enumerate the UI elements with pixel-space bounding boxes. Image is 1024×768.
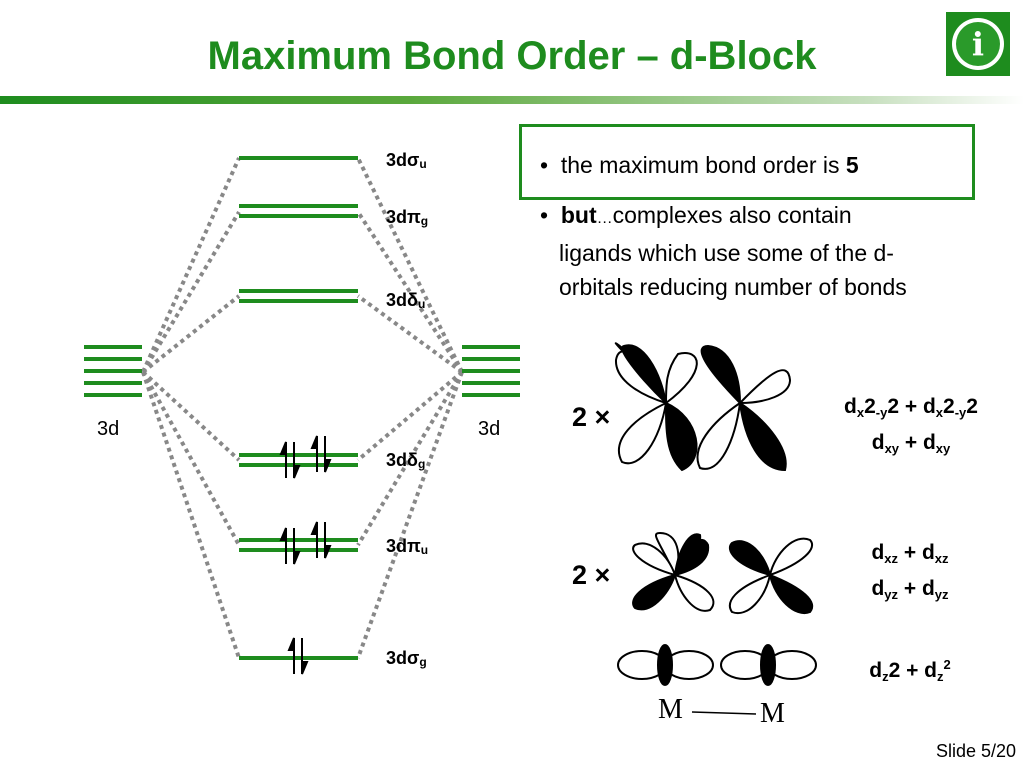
combo-row3: dz2 + dz2 [869,657,951,684]
mo-connectors [141,157,464,659]
bullet-max-bond-order: • the maximum bond order is 5 [540,152,859,178]
combo-row1-line2: dxy + dxy [871,431,951,456]
ao-left-label: 3d [97,418,120,440]
bullet-ligands: • but…complexes also contain ligands whi… [540,202,907,300]
mo-label-pi-g: 3dπg [386,207,429,228]
combo-row2: dxz + dxz dyz + dyz [830,538,990,610]
electron-pair-pu-1 [279,527,301,565]
atom-label-right: M [760,698,785,729]
mo-label-delta-g: 3dδg [386,450,426,471]
orbital-drawings [614,342,817,715]
electron-pair-sg [287,637,309,675]
bond-order-callout [519,124,975,200]
combo-row1: dx2-y2 + dx2-y2 dxy + dxy [805,392,1017,464]
slide-title: Maximum Bond Order – d-Block [207,34,817,78]
electron-pair-dg-2 [310,435,332,473]
mo-diagram [84,156,520,675]
info-icon[interactable]: i [946,12,1010,76]
dz2-overlap [617,644,817,715]
info-icon-glyph: i [956,22,1000,66]
atom-label-left: M [658,694,683,725]
info-icon-ring: i [952,18,1004,70]
ao-right-levels [462,345,520,397]
ao-left-levels [84,345,142,397]
slide-number: Slide 5/20 [935,741,1016,761]
electron-pair-pu-2 [310,521,332,559]
dxz-overlap [632,531,813,615]
dx2y2-overlap [614,342,792,472]
mo-label-sigma-g: 3dσg [386,648,427,669]
mo-levels [239,156,358,660]
mo-label-delta-u: 3dδu [386,290,426,311]
multiplier-row1: 2 × [572,402,611,432]
combo-row1-line1: dx2-y2 + dx2-y2 [844,395,978,420]
mo-label-sigma-u: 3dσu [386,150,427,171]
electron-pair-dg-1 [279,441,301,479]
mo-label-pi-u: 3dπu [386,536,429,557]
electron-pairs [279,435,332,675]
combo-row2-line2: dyz + dyz [871,577,949,602]
title-underline [0,96,1024,104]
ao-right-label: 3d [478,418,501,440]
combo-row2-line1: dxz + dxz [871,541,949,566]
multiplier-row2: 2 × [572,560,611,590]
